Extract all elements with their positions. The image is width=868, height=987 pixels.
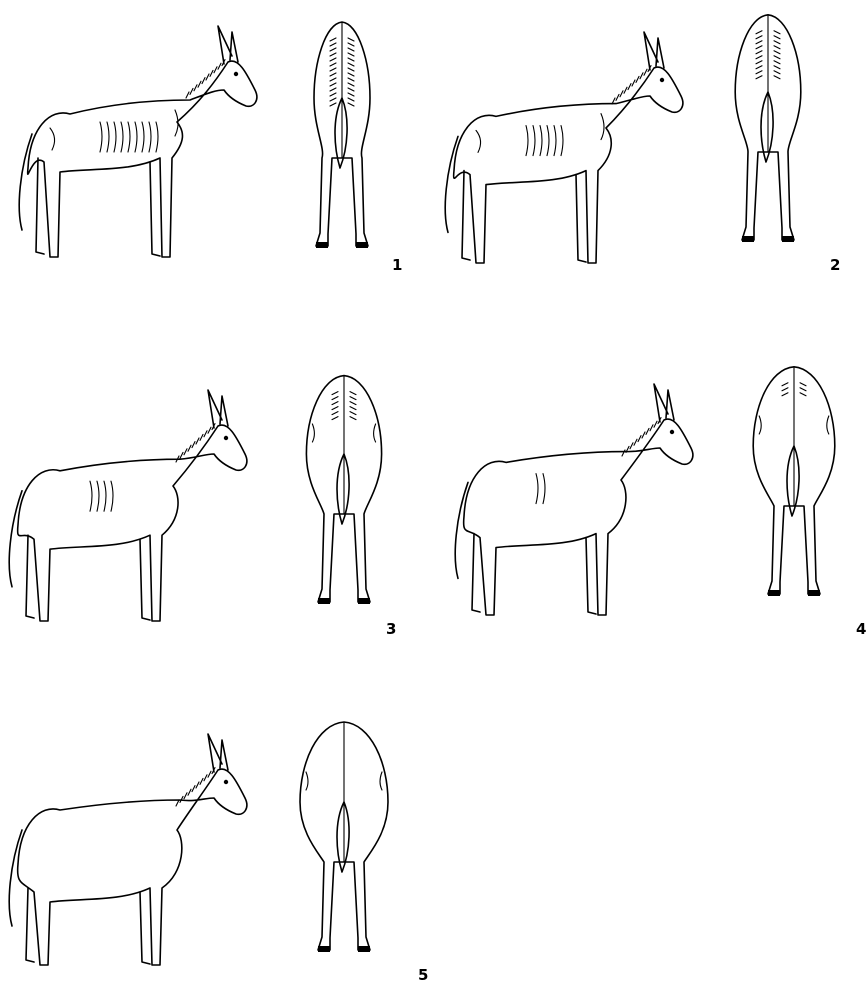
score-label-2: 2 <box>830 256 840 274</box>
side-view-donkey-4 <box>455 384 693 615</box>
rear-view-donkey-4 <box>753 367 835 596</box>
side-view-donkey-5 <box>9 734 247 965</box>
score-label-1: 1 <box>392 256 402 274</box>
side-view-donkey-2 <box>445 32 683 263</box>
side-view-donkey-1 <box>19 26 257 257</box>
rear-view-donkey-3 <box>306 376 381 604</box>
score-label-3: 3 <box>386 620 396 638</box>
score-label-4: 4 <box>856 620 866 638</box>
score-label-5: 5 <box>418 966 428 984</box>
rear-view-donkey-1 <box>314 22 370 248</box>
side-view-donkey-3 <box>9 390 247 621</box>
rear-view-donkey-5 <box>300 722 388 952</box>
rear-view-donkey-2 <box>735 15 801 242</box>
